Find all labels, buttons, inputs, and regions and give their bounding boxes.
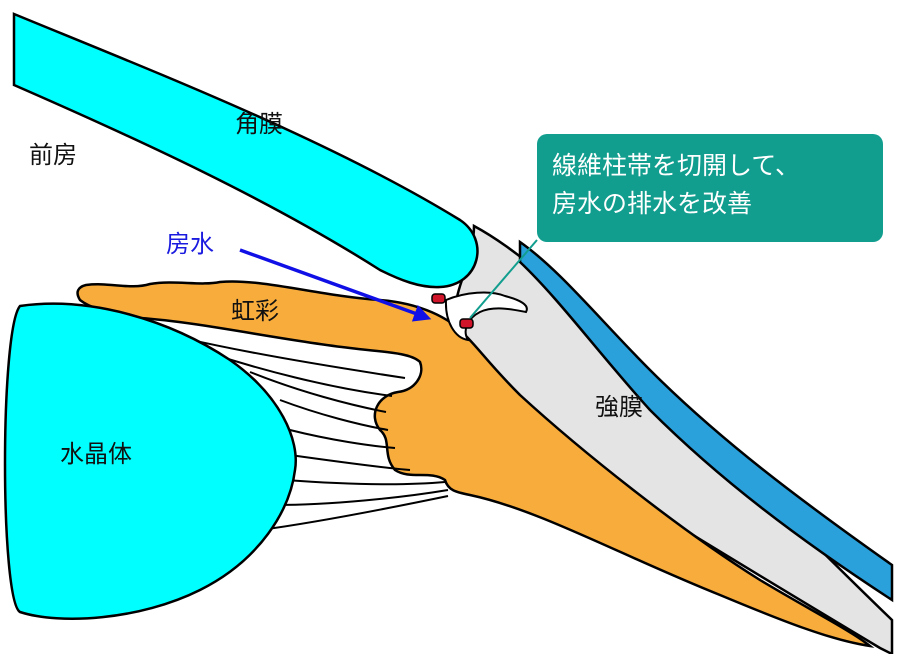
outer-layer-shape: [518, 239, 894, 603]
zonule-fiber: [274, 489, 449, 506]
label-iris: 虹彩: [231, 297, 279, 325]
trabecular-mark-upper: [431, 293, 446, 304]
label-lens: 水晶体: [60, 440, 132, 468]
zonule-fiber: [259, 495, 449, 531]
cornea-shape: [12, 12, 479, 289]
callout-box: [537, 134, 883, 242]
trabecular-channel: [444, 291, 528, 342]
label-aqueous: 房水: [166, 230, 214, 258]
callout-connector: [469, 239, 538, 319]
label-sclera: 強膜: [595, 393, 643, 421]
callout-text-line2: 房水の排水を改善: [552, 189, 752, 218]
zonule-fiber: [284, 479, 446, 486]
zonule-fiber: [279, 399, 389, 431]
zonule-fiber: [289, 454, 411, 471]
callout-text-line1: 線維柱帯を切開して、: [552, 151, 800, 180]
lens-shape: [3, 302, 297, 620]
aqueous-arrow: [239, 248, 432, 322]
label-anterior-chamber: 前房: [29, 141, 77, 169]
trabecular-mark-lower: [459, 318, 474, 329]
label-cornea: 角膜: [235, 110, 283, 138]
zonule-fiber: [249, 371, 387, 413]
zonule-fiber: [289, 429, 396, 449]
